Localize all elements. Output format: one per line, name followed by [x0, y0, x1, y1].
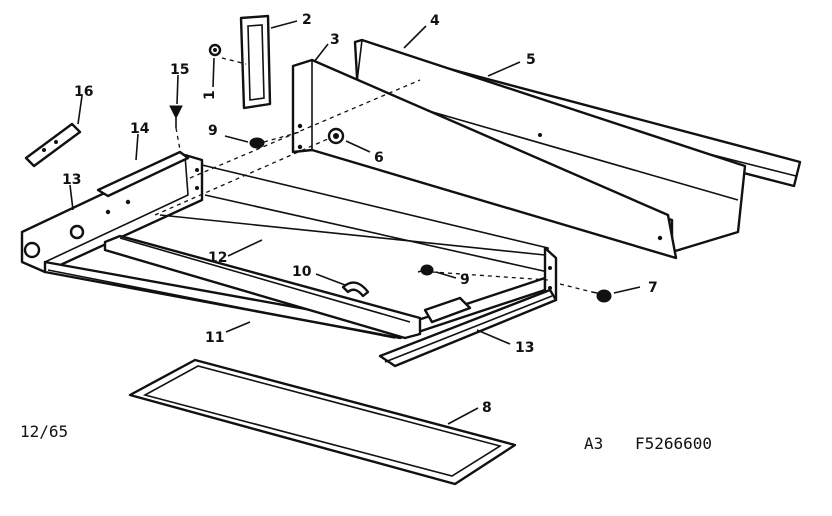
- callout-8: 8: [482, 400, 492, 416]
- callout-5: 5: [526, 52, 536, 68]
- part-15-screw: [169, 105, 183, 128]
- part-13-brace: [378, 288, 558, 368]
- callout-4: 4: [430, 13, 440, 29]
- part-1-screw: [208, 43, 222, 57]
- callout-11: 11: [205, 330, 224, 346]
- part-6-nut: [327, 127, 345, 145]
- assembly-lines: [154, 57, 593, 293]
- callout-9-lower: 9: [460, 272, 470, 288]
- footer-date: 12/65: [20, 422, 68, 441]
- callout-7: 7: [648, 280, 658, 296]
- part-14-flange: [96, 150, 190, 198]
- part-9-bolt-lower: [417, 264, 434, 276]
- part-9-bolt-upper: [249, 137, 265, 149]
- callout-15: 15: [170, 62, 189, 78]
- part-12-rail: [103, 234, 422, 340]
- part-8-tray: [128, 358, 517, 486]
- callout-12: 12: [208, 250, 227, 266]
- part-2-gasket: [239, 14, 272, 110]
- callout-1: 1: [202, 90, 218, 100]
- callout-labels: 1 2 3 4 5 6 7 8 9 9 10 11 12 13 13 14 15…: [62, 12, 658, 416]
- callout-16: 16: [74, 84, 93, 100]
- callout-14: 14: [130, 121, 150, 137]
- callout-13-left: 13: [62, 172, 81, 188]
- part-10-handle: [341, 281, 370, 298]
- callout-3: 3: [330, 32, 340, 48]
- main-frame: [20, 150, 558, 340]
- callout-10: 10: [292, 264, 312, 280]
- callout-2: 2: [302, 12, 312, 28]
- footer-sheet: A3: [584, 434, 603, 453]
- footer-drawing-number: F5266600: [635, 434, 712, 453]
- part-7-bolt: [591, 289, 612, 303]
- callout-6: 6: [374, 150, 384, 166]
- part-3-panel: [291, 58, 678, 260]
- callout-9-upper: 9: [208, 123, 218, 139]
- part-16-bracket: [24, 122, 82, 168]
- leader-lines: [69, 20, 641, 425]
- callout-13-right: 13: [515, 340, 534, 356]
